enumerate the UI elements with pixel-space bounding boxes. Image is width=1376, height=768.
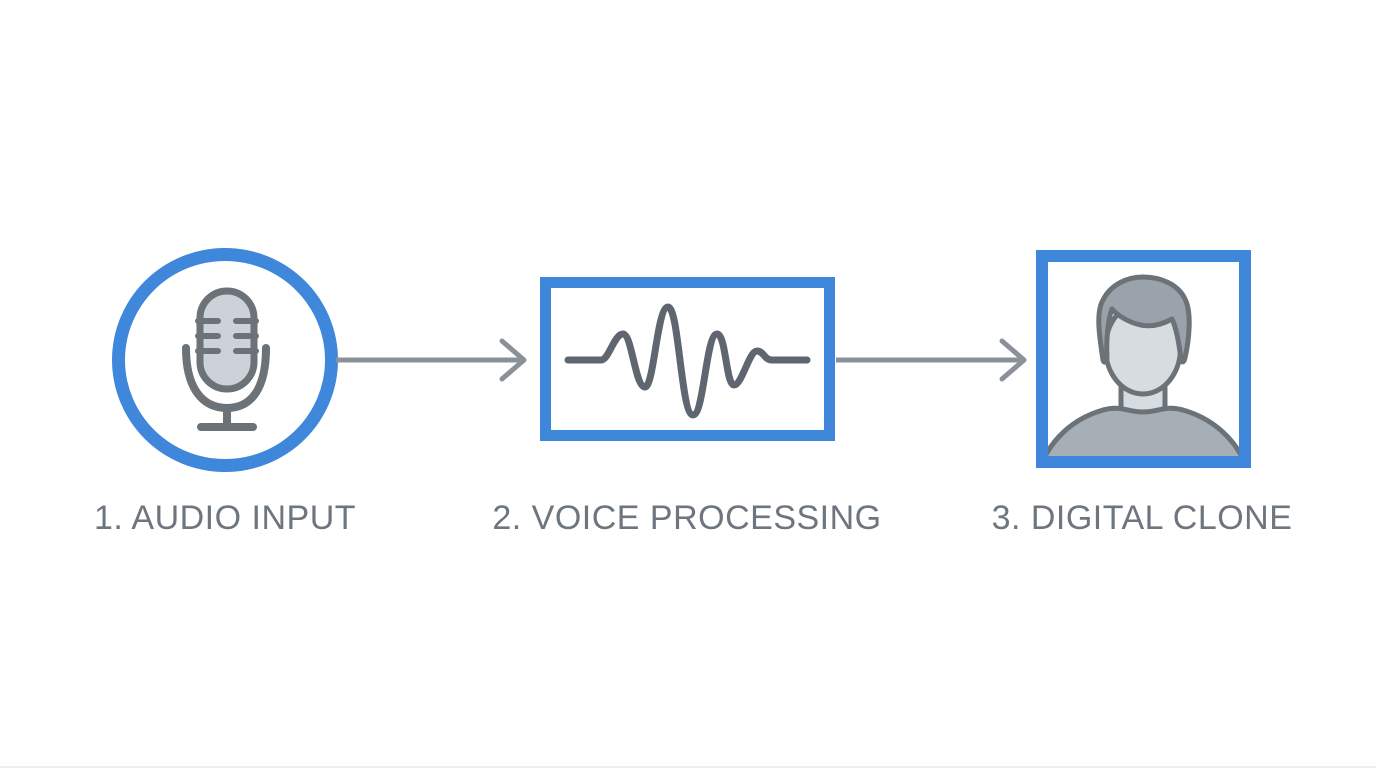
bottom-hairline-divider — [0, 766, 1376, 768]
step-voice-processing-node — [540, 277, 835, 441]
step-digital-clone-node — [1036, 250, 1251, 468]
step-audio-input-node — [112, 248, 338, 472]
step-label-audio-input: 1. AUDIO INPUT — [93, 499, 357, 537]
arrow-right-icon — [336, 338, 527, 382]
person-avatar-icon — [1048, 262, 1239, 456]
microphone-icon — [125, 261, 325, 459]
step-label-voice-processing: 2. VOICE PROCESSING — [492, 499, 882, 537]
waveform-icon — [551, 288, 824, 430]
step-label-digital-clone: 3. DIGITAL CLONE — [991, 499, 1293, 537]
arrow-right-icon — [836, 338, 1027, 382]
